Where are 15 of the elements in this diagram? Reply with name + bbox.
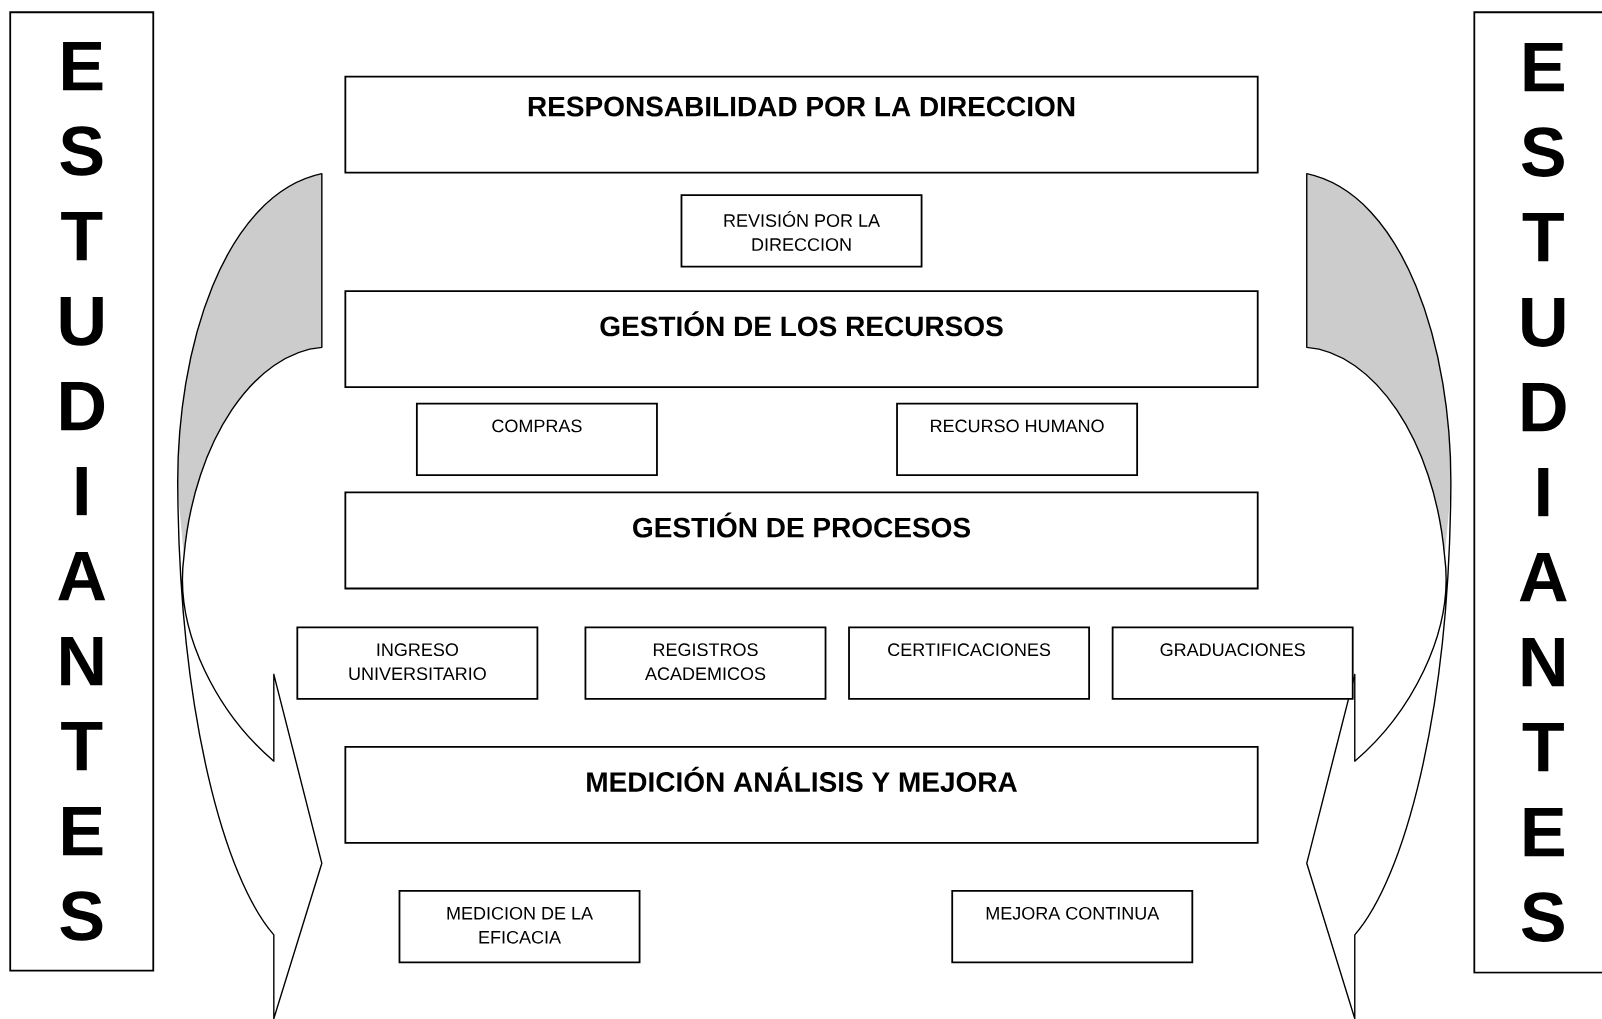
process-box: COMPRAS: [415, 402, 658, 476]
letter-column-box: E S T U D I A N T E S: [1473, 11, 1602, 974]
process-box: GRADUACIONES: [1111, 626, 1354, 700]
section-box: GESTIÓN DE LOS RECURSOS: [344, 290, 1259, 389]
process-box: REGISTROS ACADEMICOS: [584, 626, 827, 700]
section-box: MEDICIÓN ANÁLISIS Y MEJORA: [344, 745, 1259, 844]
section-box: GESTIÓN DE PROCESOS: [344, 491, 1259, 590]
process-box: INGRESO UNIVERSITARIO: [296, 626, 539, 700]
letter-column-box: E S T U D I A N T E S: [9, 11, 155, 972]
process-box: CERTIFICACIONES: [848, 626, 1090, 700]
process-box: MEDICION DE LA EFICACIA: [398, 890, 641, 964]
process-box: MEJORA CONTINUA: [951, 890, 1194, 964]
process-box: REVISIÓN POR LA DIRECCION: [680, 194, 923, 268]
process-box: RECURSO HUMANO: [896, 402, 1139, 476]
section-box: RESPONSABILIDAD POR LA DIRECCION: [344, 75, 1259, 174]
